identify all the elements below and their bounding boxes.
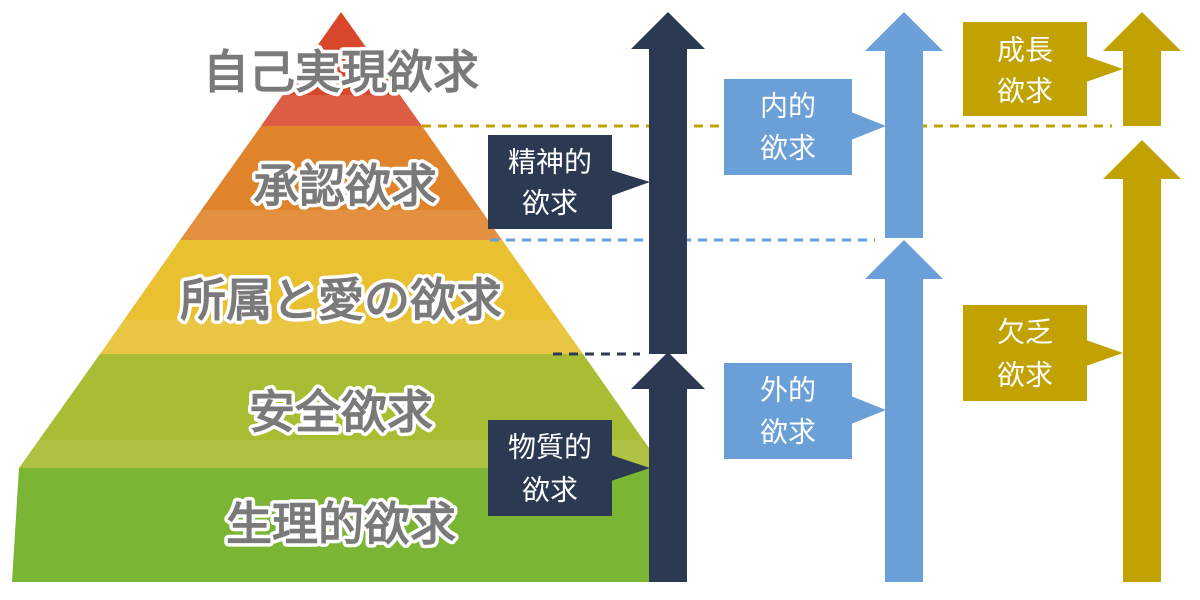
material-needs-line2: 欲求 bbox=[522, 474, 578, 507]
deficiency-needs-line2: 欲求 bbox=[997, 359, 1053, 392]
arrow-inner bbox=[865, 12, 943, 238]
tier-label-physiological: 生理的欲求 bbox=[226, 497, 456, 551]
column-spiritual-material: 精神的 欲求 物質的 欲求 bbox=[488, 12, 705, 582]
outer-needs-line1: 外的 bbox=[760, 374, 816, 407]
outer-needs-line2: 欲求 bbox=[760, 416, 816, 449]
column-growth-deficiency: 成長 欲求 欠乏 欲求 bbox=[963, 12, 1181, 582]
tier-label-self-actualization: 自己実現欲求 bbox=[203, 45, 479, 99]
inner-needs-line1: 内的 bbox=[760, 90, 816, 123]
tier-label-esteem: 承認欲求 bbox=[253, 159, 437, 213]
arrow-spiritual bbox=[631, 12, 705, 354]
pyramid-tier-belonging bbox=[100, 240, 583, 354]
inner-needs-box: 内的 欲求 bbox=[724, 79, 886, 175]
deficiency-needs-line1: 欠乏 bbox=[997, 316, 1053, 349]
spiritual-needs-line2: 欲求 bbox=[522, 187, 578, 220]
tier-label-belonging: 所属と愛の欲求 bbox=[180, 273, 502, 327]
pyramid-tier-self-actualization bbox=[261, 12, 422, 126]
growth-needs-line2: 欲求 bbox=[997, 75, 1053, 108]
spiritual-needs-line1: 精神的 bbox=[508, 146, 592, 179]
growth-needs-box: 成長 欲求 bbox=[963, 22, 1123, 116]
arrow-deficiency bbox=[1103, 140, 1181, 582]
material-needs-line1: 物質的 bbox=[508, 431, 592, 464]
material-needs-box: 物質的 欲求 bbox=[488, 420, 650, 516]
arrow-material bbox=[631, 352, 705, 582]
arrow-outer bbox=[865, 240, 943, 582]
tier-label-safety: 安全欲求 bbox=[249, 385, 433, 439]
growth-needs-line1: 成長 bbox=[997, 34, 1053, 67]
deficiency-needs-box: 欠乏 欲求 bbox=[963, 305, 1123, 401]
column-inner-outer: 内的 欲求 外的 欲求 bbox=[724, 12, 943, 582]
spiritual-needs-box: 精神的 欲求 bbox=[488, 135, 650, 229]
outer-needs-box: 外的 欲求 bbox=[724, 363, 886, 459]
pyramid-tier-esteem bbox=[180, 126, 502, 240]
arrow-growth bbox=[1103, 12, 1181, 126]
inner-needs-line2: 欲求 bbox=[760, 132, 816, 165]
